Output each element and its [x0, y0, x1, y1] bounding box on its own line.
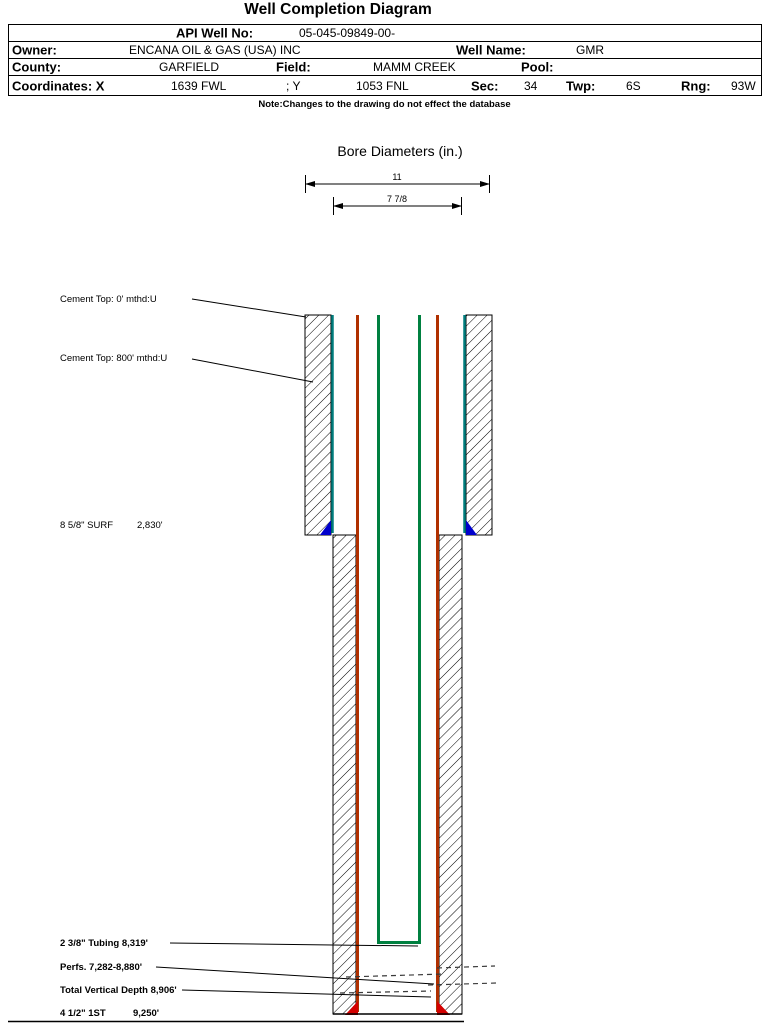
well-header-table: API Well No: 05-045-09849-00- Owner: ENC…: [8, 24, 762, 96]
pool-label: Pool:: [521, 59, 554, 75]
coordinate-y-label: ; Y: [286, 78, 301, 93]
api-well-no-label: API Well No:: [176, 25, 254, 41]
field-value: MAMM CREEK: [373, 60, 456, 74]
production-casing-depth-label: 9,250': [133, 1008, 159, 1019]
perforation-marks: [339, 965, 498, 994]
coordinate-x-value: 1639 FWL: [171, 78, 227, 93]
header-row-coordinates: Coordinates: X 1639 FWL ; Y 1053 FNL Sec…: [9, 76, 761, 96]
owner-label: Owner:: [12, 42, 57, 58]
database-note: Note:Changes to the drawing do not effec…: [258, 99, 511, 110]
twp-value: 6S: [626, 78, 641, 93]
upper-wall-left: [304, 314, 332, 536]
sec-value: 34: [524, 78, 538, 93]
tvd-label: Total Vertical Depth 8,906': [60, 985, 177, 996]
dimension-lines: [305, 175, 490, 215]
lower-wall-left: [332, 534, 357, 1015]
api-well-no-value: 05-045-09849-00-: [299, 26, 396, 40]
borehole-cement-walls: [304, 314, 493, 1015]
inner-diameter-label: 7 7/8: [387, 194, 407, 204]
tubing-string: [377, 315, 421, 944]
production-shoe-right: [437, 1001, 450, 1015]
depth-annotations: Cement Top: 0' mthd:U Cement Top: 800' m…: [60, 294, 177, 1019]
header-row-owner: Owner: ENCANA OIL & GAS (USA) INC Well N…: [9, 42, 761, 59]
surface-casing-depth-label: 2,830': [137, 520, 163, 531]
county-value: GARFIELD: [159, 60, 220, 74]
rng-label: Rng:: [681, 78, 711, 93]
surface-shoe-right: [466, 520, 477, 535]
field-label: Field:: [276, 59, 311, 75]
bore-diameters-title: Bore Diameters (in.): [337, 143, 462, 159]
twp-label: Twp:: [566, 78, 596, 93]
dimension-arrowheads: [305, 181, 490, 209]
coordinate-y-value: 1053 FNL: [356, 78, 409, 93]
lower-wall-right: [438, 534, 463, 1015]
outer-diameter-label: 11: [392, 172, 401, 182]
cement-top-0-label: Cement Top: 0' mthd:U: [60, 294, 157, 305]
tubing-label: 2 3/8" Tubing 8,319': [60, 938, 148, 949]
cement-top-800-label: Cement Top: 800' mthd:U: [60, 353, 167, 364]
header-row-api: API Well No: 05-045-09849-00-: [9, 25, 761, 42]
sec-label: Sec:: [471, 78, 499, 93]
production-casing-label: 4 1/2" 1ST: [60, 1008, 106, 1019]
well-name-label: Well Name:: [456, 42, 526, 58]
surface-shoe-left: [320, 520, 331, 535]
leader-lines: [155, 298, 435, 998]
perfs-label: Perfs. 7,282-8,880': [60, 962, 142, 973]
production-shoe-left: [345, 1001, 358, 1015]
surface-casing-label: 8 5/8" SURF: [60, 520, 113, 531]
header-row-county: County: GARFIELD Field: MAMM CREEK Pool:: [9, 59, 761, 76]
county-label: County:: [12, 59, 62, 75]
owner-value: ENCANA OIL & GAS (USA) INC: [129, 43, 301, 57]
upper-wall-right: [465, 314, 493, 536]
well-name-value: GMR: [576, 43, 604, 57]
coordinates-label: Coordinates: X: [12, 78, 105, 93]
wellbore-diagram: Bore Diameters (in.) 11 7 7/8: [8, 143, 498, 1023]
rng-value: 93W: [731, 78, 756, 93]
page-title: Well Completion Diagram: [244, 1, 432, 18]
